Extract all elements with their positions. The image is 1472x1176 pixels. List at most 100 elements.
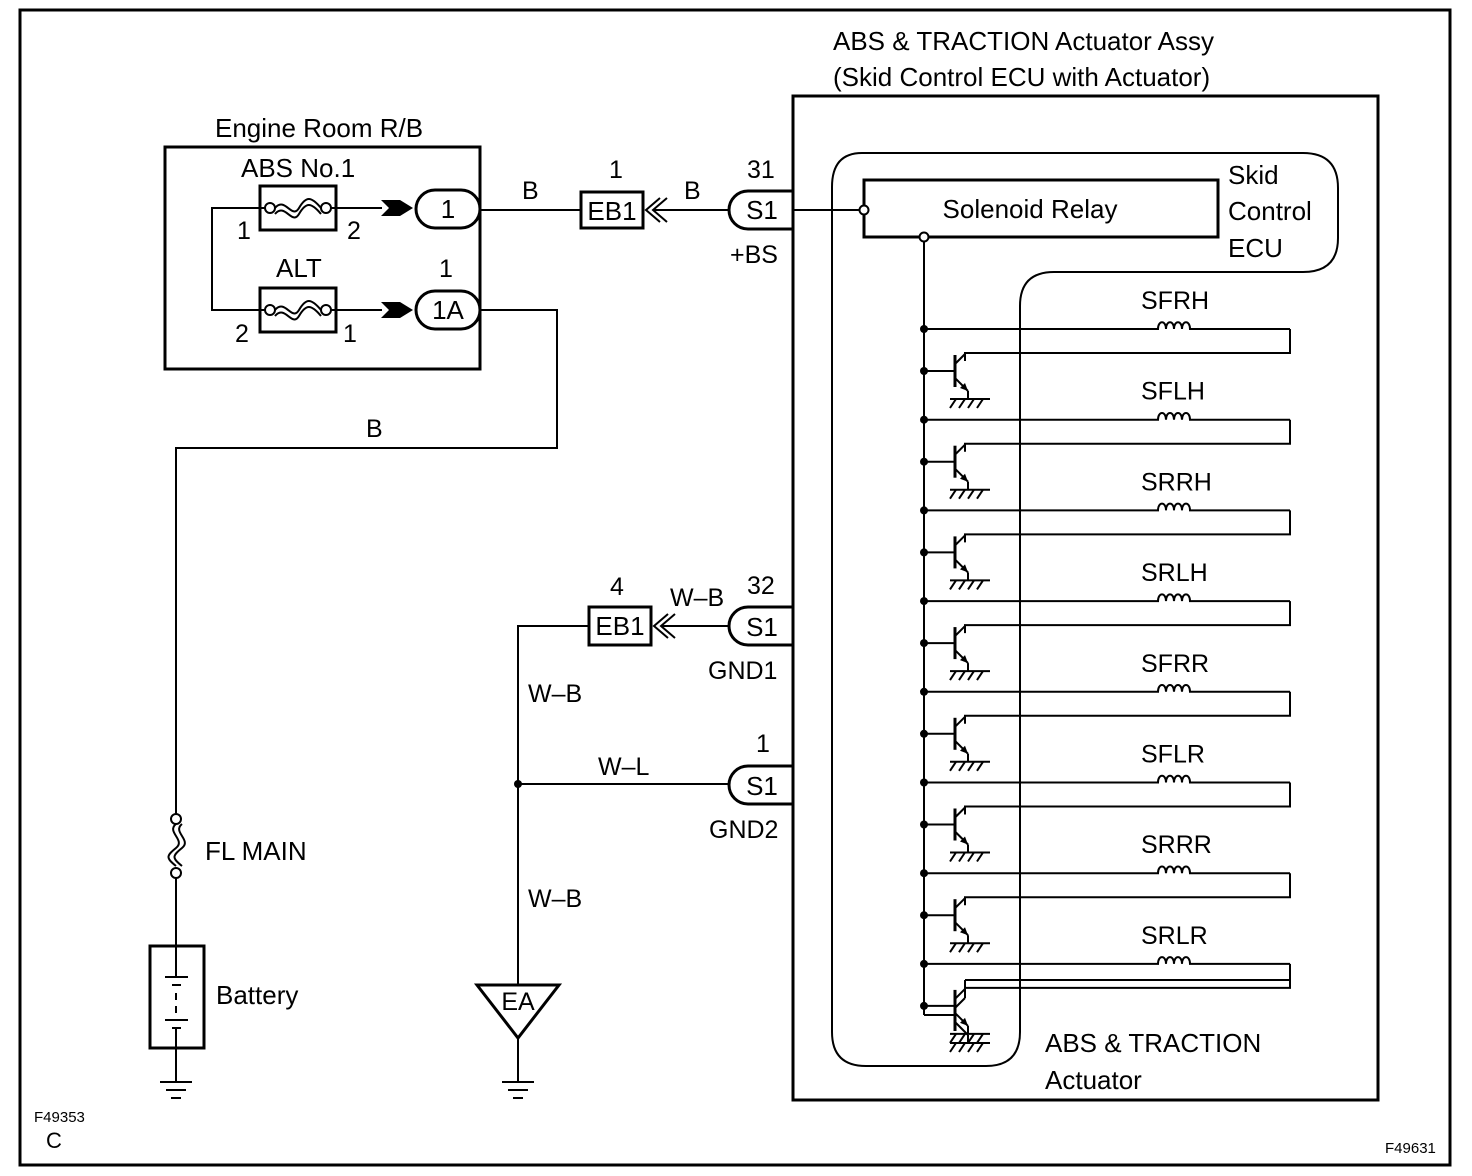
- transistor-icon: [920, 625, 990, 681]
- eb1-top-connector: [579, 190, 645, 230]
- actuator-assy-box: [791, 94, 1380, 1102]
- actuator-label-line1: ABS & TRACTION: [1045, 1028, 1261, 1058]
- solenoid-label: SFRH: [1141, 287, 1209, 315]
- wire-b-top-label: B: [522, 177, 539, 205]
- abs-no1-fuse-label: ABS No.1: [241, 153, 355, 183]
- connector-arrow-1a: [381, 302, 413, 318]
- ecu-label-line1: Skid: [1228, 160, 1279, 190]
- s1-bottom-pin: 1: [756, 730, 770, 758]
- figure-code-left: F49353: [34, 1109, 85, 1126]
- solenoid-coil-icon: [1155, 593, 1200, 603]
- fl-main-fusible-link: [167, 813, 186, 879]
- assy-title-line2: (Skid Control ECU with Actuator): [833, 62, 1210, 92]
- wire-wl-label: W–L: [598, 753, 650, 781]
- solenoid-return-wire: [964, 601, 1291, 634]
- fuse-link-wire: [211, 207, 265, 311]
- eb1-top-pin: 1: [609, 156, 623, 184]
- transistor-icon: [924, 967, 1291, 1053]
- assy-title-line1: ABS & TRACTION Actuator Assy: [833, 26, 1214, 56]
- alt-fuse-pin-left: 2: [235, 320, 249, 348]
- solenoid-return-wire: [964, 873, 1291, 906]
- abs-no1-fuse: [258, 184, 338, 232]
- s1-mid-connector: [727, 605, 793, 647]
- solenoid-coil-icon: [1155, 956, 1200, 965]
- transistor-icon: [920, 353, 990, 409]
- wire-wb-top-label: W–B: [670, 584, 724, 612]
- solenoid-coil-icon: [1155, 321, 1200, 330]
- eb1-top-label: EB1: [587, 196, 636, 226]
- solenoid-label: SRRH: [1141, 468, 1212, 496]
- s1-mid-pin: 32: [747, 572, 775, 600]
- fl-main-label: FL MAIN: [205, 836, 307, 866]
- wire-b-mid-label: B: [684, 177, 701, 205]
- solenoid-return-wire: [964, 510, 1291, 543]
- s1-mid-label: S1: [746, 612, 778, 642]
- actuator-label-line2: Actuator: [1045, 1065, 1142, 1095]
- solenoid-row-sfrh: SFRH: [920, 287, 1291, 409]
- s1-mid-signal: GND1: [708, 657, 777, 685]
- solenoid-row-sfrr: SFRR: [920, 650, 1291, 772]
- solenoid-row-sflh: SFLH: [920, 378, 1291, 500]
- solenoid-return-wire: [964, 419, 1291, 452]
- wire-b-long-label: B: [366, 415, 383, 443]
- solenoid-label: SRRR: [1141, 831, 1212, 859]
- ea-ground-label: EA: [501, 988, 535, 1016]
- solenoid-coil-icon: [1155, 684, 1200, 693]
- skid-control-ecu-outline: [831, 152, 1339, 1067]
- transistor-icon: [920, 806, 990, 863]
- ecu-label-line3: ECU: [1228, 233, 1283, 263]
- engine-room-rb-label: Engine Room R/B: [215, 113, 423, 143]
- alt-fuse: [258, 286, 338, 334]
- solenoid-row-srrr: SRRR: [920, 831, 1291, 953]
- solenoid-row-srlh: SRLH: [920, 559, 1291, 681]
- abs-fuse-pin-left: 1: [237, 217, 251, 245]
- s1-top-connector: [727, 189, 793, 231]
- s1-top-signal: +BS: [730, 241, 778, 269]
- solenoid-label: SRLR: [1141, 922, 1208, 950]
- solenoid-label: SFLR: [1141, 741, 1205, 769]
- figure-code-right: F49631: [1385, 1140, 1436, 1157]
- wire-wb-vertical-lower-label: W–B: [528, 885, 582, 913]
- alt-fuse-label: ALT: [276, 253, 322, 283]
- transistor-icon: [920, 443, 990, 500]
- transistor-icon: [920, 534, 990, 590]
- connector-1-label: 1: [441, 194, 455, 224]
- solenoid-coil-icon: [1155, 774, 1200, 784]
- solenoid-coil-icon: [1155, 411, 1200, 421]
- relay-input-terminal: [858, 204, 870, 216]
- connector-arrow-1: [381, 200, 413, 216]
- ea-ground-icon: [502, 1038, 534, 1099]
- s1-bottom-connector: [727, 764, 793, 806]
- wire-wb-vertical-upper-label: W–B: [528, 680, 582, 708]
- abs-fuse-pin-right: 2: [347, 217, 361, 245]
- alt-fuse-pin-right: 1: [343, 320, 357, 348]
- solenoid-coil-icon: [1155, 865, 1200, 875]
- solenoid-label: SRLH: [1141, 559, 1208, 587]
- solenoid-relay-label: Solenoid Relay: [943, 194, 1118, 224]
- connector-1a-pin: 1: [439, 255, 453, 283]
- s1-bottom-signal: GND2: [709, 816, 778, 844]
- ea-ground-point: [473, 983, 563, 1041]
- solenoid-row-sflr: SFLR: [920, 741, 1291, 863]
- solenoid-return-wire: [964, 691, 1291, 724]
- relay-output-terminal: [918, 231, 930, 243]
- eb1-bottom-label: EB1: [595, 611, 644, 641]
- solenoid-label: SFRR: [1141, 650, 1209, 678]
- ecu-label-line2: Control: [1228, 196, 1312, 226]
- solenoid-coil-icon: [1155, 502, 1200, 512]
- battery-label: Battery: [216, 980, 298, 1010]
- connector-1a-label: 1A: [432, 295, 464, 325]
- s1-top-label: S1: [746, 195, 778, 225]
- s1-top-pin: 31: [747, 156, 775, 184]
- transistor-icon: [920, 716, 990, 772]
- eb1-bottom-pin: 4: [610, 573, 624, 601]
- s1-bottom-label: S1: [746, 771, 778, 801]
- figure-code-left-letter: C: [46, 1128, 62, 1153]
- battery-ground-icon: [160, 1048, 192, 1099]
- wire-b-long: [175, 309, 558, 814]
- solenoid-row-srrh: SRRH: [920, 468, 1291, 590]
- transistor-icon: [920, 897, 990, 953]
- battery-symbol: [148, 944, 206, 1050]
